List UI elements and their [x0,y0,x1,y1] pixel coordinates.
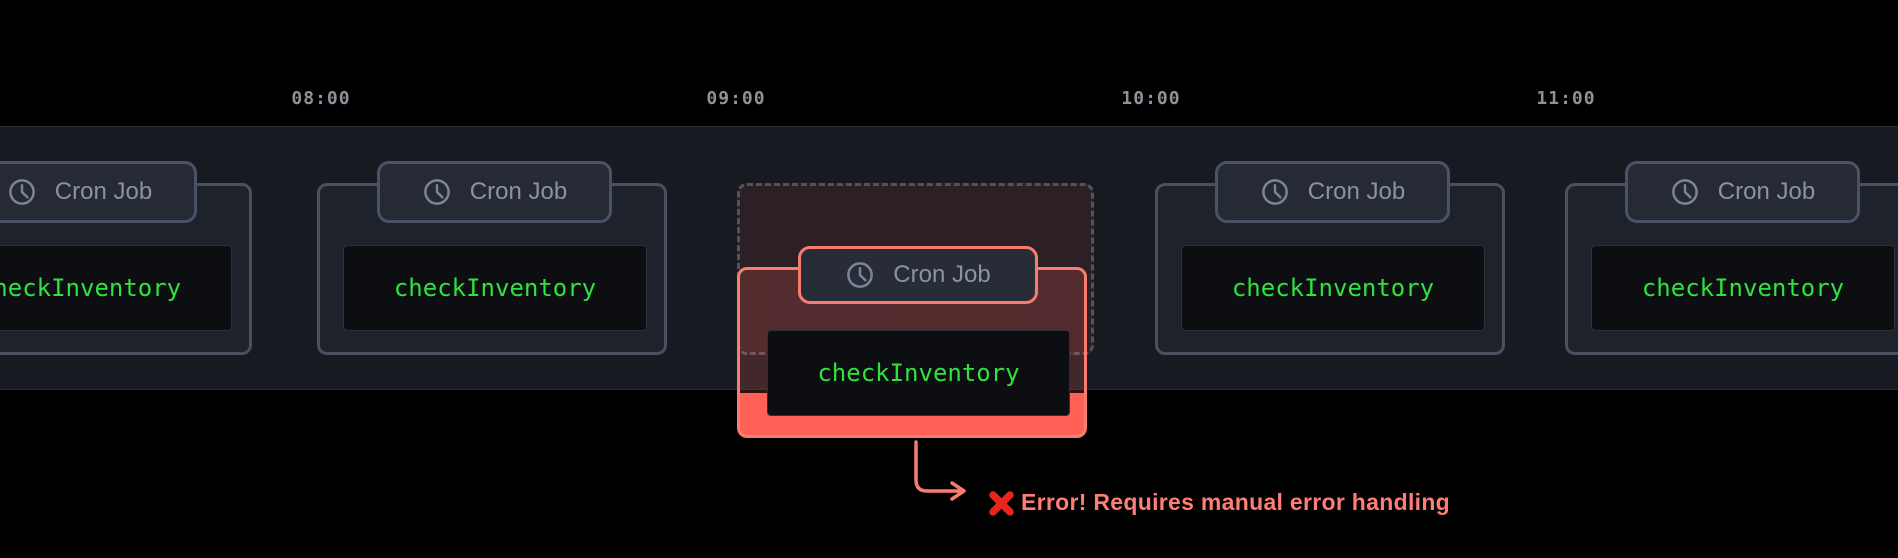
cron-job-card-error: Cron Job checkInventory [737,246,1087,438]
function-name-box: checkInventory [343,245,647,331]
cron-job-tab: Cron Job [377,161,612,223]
function-name-box: checkInventory [1181,245,1485,331]
time-label-1100: 11:00 [1536,88,1596,109]
cross-mark-icon [989,491,1014,516]
cron-job-tab: Cron Job [1215,161,1450,223]
clock-icon [8,179,35,205]
error-message: Error! Requires manual error handling [1021,489,1451,515]
cron-job-card: Cron Job checkInventory [1155,161,1505,355]
function-name-box: checkInventory [0,245,232,331]
cron-job-tab-label: Cron Job [1307,178,1406,205]
cron-job-card: Cron Job checkInventory [1565,161,1898,355]
cron-job-tab-label: Cron Job [469,178,568,205]
function-name: checkInventory [1231,274,1435,302]
cron-job-card: Cron Job checkInventory [0,161,252,355]
clock-icon [847,262,874,288]
function-name-box: checkInventory [767,330,1070,416]
cron-job-tab-label: Cron Job [893,261,991,288]
function-name: checkInventory [393,274,597,302]
time-label-1000: 10:00 [1121,88,1181,109]
function-name: checkInventory [0,274,182,302]
cron-job-tab: Cron Job [798,246,1038,304]
error-arrow [914,440,966,501]
clock-icon [1671,179,1698,205]
cron-job-tab-label: Cron Job [54,178,153,205]
clock-icon [423,179,450,205]
cron-job-tab: Cron Job [0,161,197,223]
cron-job-card: Cron Job checkInventory [317,161,667,355]
function-name-box: checkInventory [1591,245,1895,331]
cron-job-tab-label: Cron Job [1717,178,1816,205]
function-name: checkInventory [817,359,1020,387]
time-label-0900: 09:00 [706,88,766,109]
function-name: checkInventory [1641,274,1845,302]
clock-icon [1261,179,1288,205]
cron-job-tab: Cron Job [1625,161,1860,223]
time-label-0800: 08:00 [291,88,351,109]
